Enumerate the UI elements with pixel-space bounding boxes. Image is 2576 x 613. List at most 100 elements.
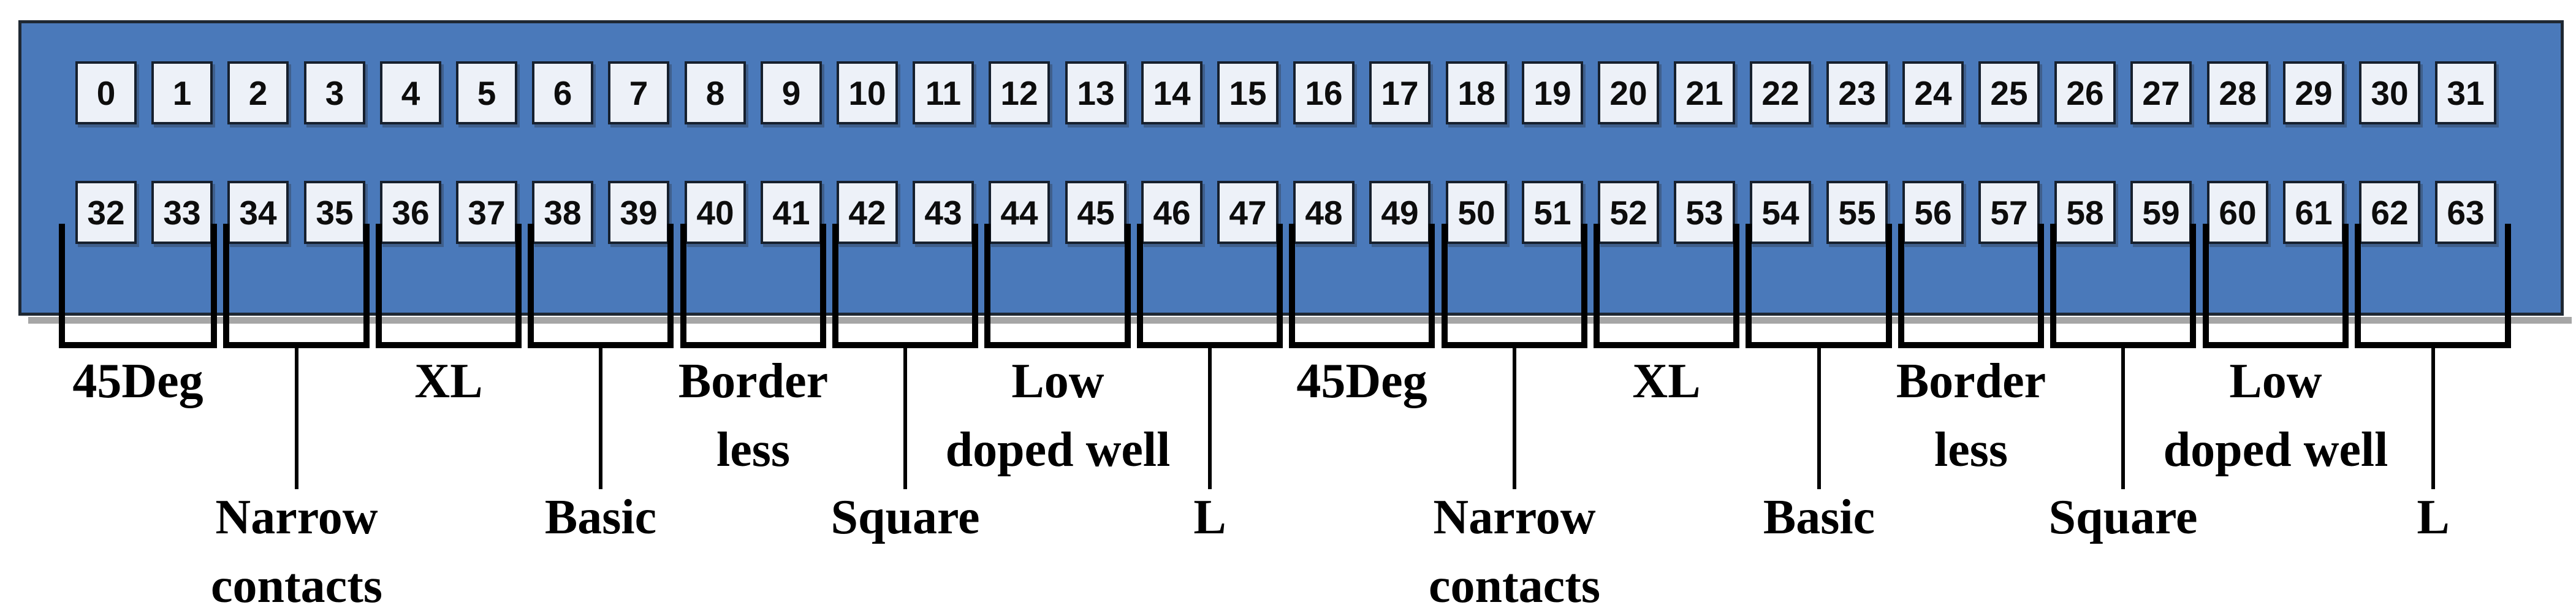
group-bracket xyxy=(680,224,826,348)
group-bracket xyxy=(1289,224,1435,348)
cell: 21 xyxy=(1674,61,1735,124)
cell: 59 xyxy=(2130,181,2192,244)
group-stem xyxy=(599,342,602,489)
cell: 47 xyxy=(1217,181,1279,244)
group-stem xyxy=(2431,342,2435,489)
group-label: L xyxy=(2417,490,2450,544)
cell: 33 xyxy=(151,181,213,244)
cell: 30 xyxy=(2359,61,2420,124)
group-label: Border less xyxy=(1896,354,2046,477)
group-stem xyxy=(295,342,298,489)
cell: 62 xyxy=(2359,181,2420,244)
cell: 31 xyxy=(2435,61,2496,124)
cell: 24 xyxy=(1902,61,1964,124)
cell: 11 xyxy=(913,61,974,124)
group-label: L xyxy=(1193,490,1226,544)
group-label: Border less xyxy=(678,354,829,477)
cell: 29 xyxy=(2283,61,2344,124)
cell: 22 xyxy=(1750,61,1811,124)
cell: 63 xyxy=(2435,181,2496,244)
cell: 23 xyxy=(1826,61,1888,124)
group-bracket xyxy=(59,224,217,348)
group-label: Basic xyxy=(1763,490,1875,544)
group-stem xyxy=(2121,342,2125,489)
cell: 5 xyxy=(456,61,517,124)
group-bracket xyxy=(984,224,1131,348)
cell: 56 xyxy=(1902,181,1964,244)
panel-shadow xyxy=(28,317,2572,324)
group-label: Low doped well xyxy=(2163,354,2388,477)
group-stem xyxy=(903,342,907,489)
cell: 9 xyxy=(761,61,822,124)
cell: 60 xyxy=(2207,181,2268,244)
cell: 45 xyxy=(1065,181,1127,244)
cell: 53 xyxy=(1674,181,1735,244)
cell: 54 xyxy=(1750,181,1811,244)
group-label: 45Deg xyxy=(1296,354,1427,408)
cell: 61 xyxy=(2283,181,2344,244)
cell: 55 xyxy=(1826,181,1888,244)
cell: 18 xyxy=(1446,61,1507,124)
cell: 26 xyxy=(2054,61,2116,124)
cell: 1 xyxy=(151,61,213,124)
cell: 44 xyxy=(989,181,1050,244)
cell: 49 xyxy=(1369,181,1430,244)
cell: 34 xyxy=(227,181,289,244)
group-stem xyxy=(1817,342,1821,489)
cell: 7 xyxy=(608,61,669,124)
group-bracket xyxy=(2203,224,2349,348)
cell: 12 xyxy=(989,61,1050,124)
cell: 46 xyxy=(1141,181,1203,244)
cell: 58 xyxy=(2054,181,2116,244)
cell: 48 xyxy=(1293,181,1354,244)
cell: 37 xyxy=(456,181,517,244)
group-label: Basic xyxy=(544,490,657,544)
cell: 20 xyxy=(1598,61,1659,124)
cell: 14 xyxy=(1141,61,1203,124)
cell: 52 xyxy=(1598,181,1659,244)
group-label: XL xyxy=(414,354,483,408)
cell: 57 xyxy=(1978,181,2040,244)
group-stem xyxy=(1513,342,1516,489)
cell: 0 xyxy=(75,61,137,124)
group-label: Narrow contacts xyxy=(211,490,382,613)
cell: 6 xyxy=(532,61,593,124)
cell: 28 xyxy=(2207,61,2268,124)
group-bracket xyxy=(1594,224,1739,348)
group-stem xyxy=(1208,342,1212,489)
cell: 3 xyxy=(304,61,365,124)
group-label: Narrow contacts xyxy=(1429,490,1600,613)
cell: 35 xyxy=(304,181,365,244)
cell: 4 xyxy=(380,61,441,124)
cell: 25 xyxy=(1978,61,2040,124)
cell: 8 xyxy=(685,61,746,124)
cell: 15 xyxy=(1217,61,1279,124)
cell: 42 xyxy=(837,181,898,244)
cell: 43 xyxy=(913,181,974,244)
group-bracket xyxy=(1898,224,2044,348)
group-bracket xyxy=(376,224,522,348)
group-label: XL xyxy=(1632,354,1701,408)
group-label: Low doped well xyxy=(945,354,1171,477)
cell: 39 xyxy=(608,181,669,244)
cell: 51 xyxy=(1522,181,1583,244)
cell: 10 xyxy=(837,61,898,124)
cell: 50 xyxy=(1446,181,1507,244)
cell: 13 xyxy=(1065,61,1127,124)
cell: 17 xyxy=(1369,61,1430,124)
cell: 2 xyxy=(227,61,289,124)
cell: 41 xyxy=(761,181,822,244)
group-label: Square xyxy=(2048,490,2198,544)
cell: 16 xyxy=(1293,61,1354,124)
cell: 36 xyxy=(380,181,441,244)
cell: 32 xyxy=(75,181,137,244)
cell: 27 xyxy=(2130,61,2192,124)
group-label: 45Deg xyxy=(72,354,203,408)
cell: 38 xyxy=(532,181,593,244)
cell: 19 xyxy=(1522,61,1583,124)
group-label: Square xyxy=(830,490,980,544)
